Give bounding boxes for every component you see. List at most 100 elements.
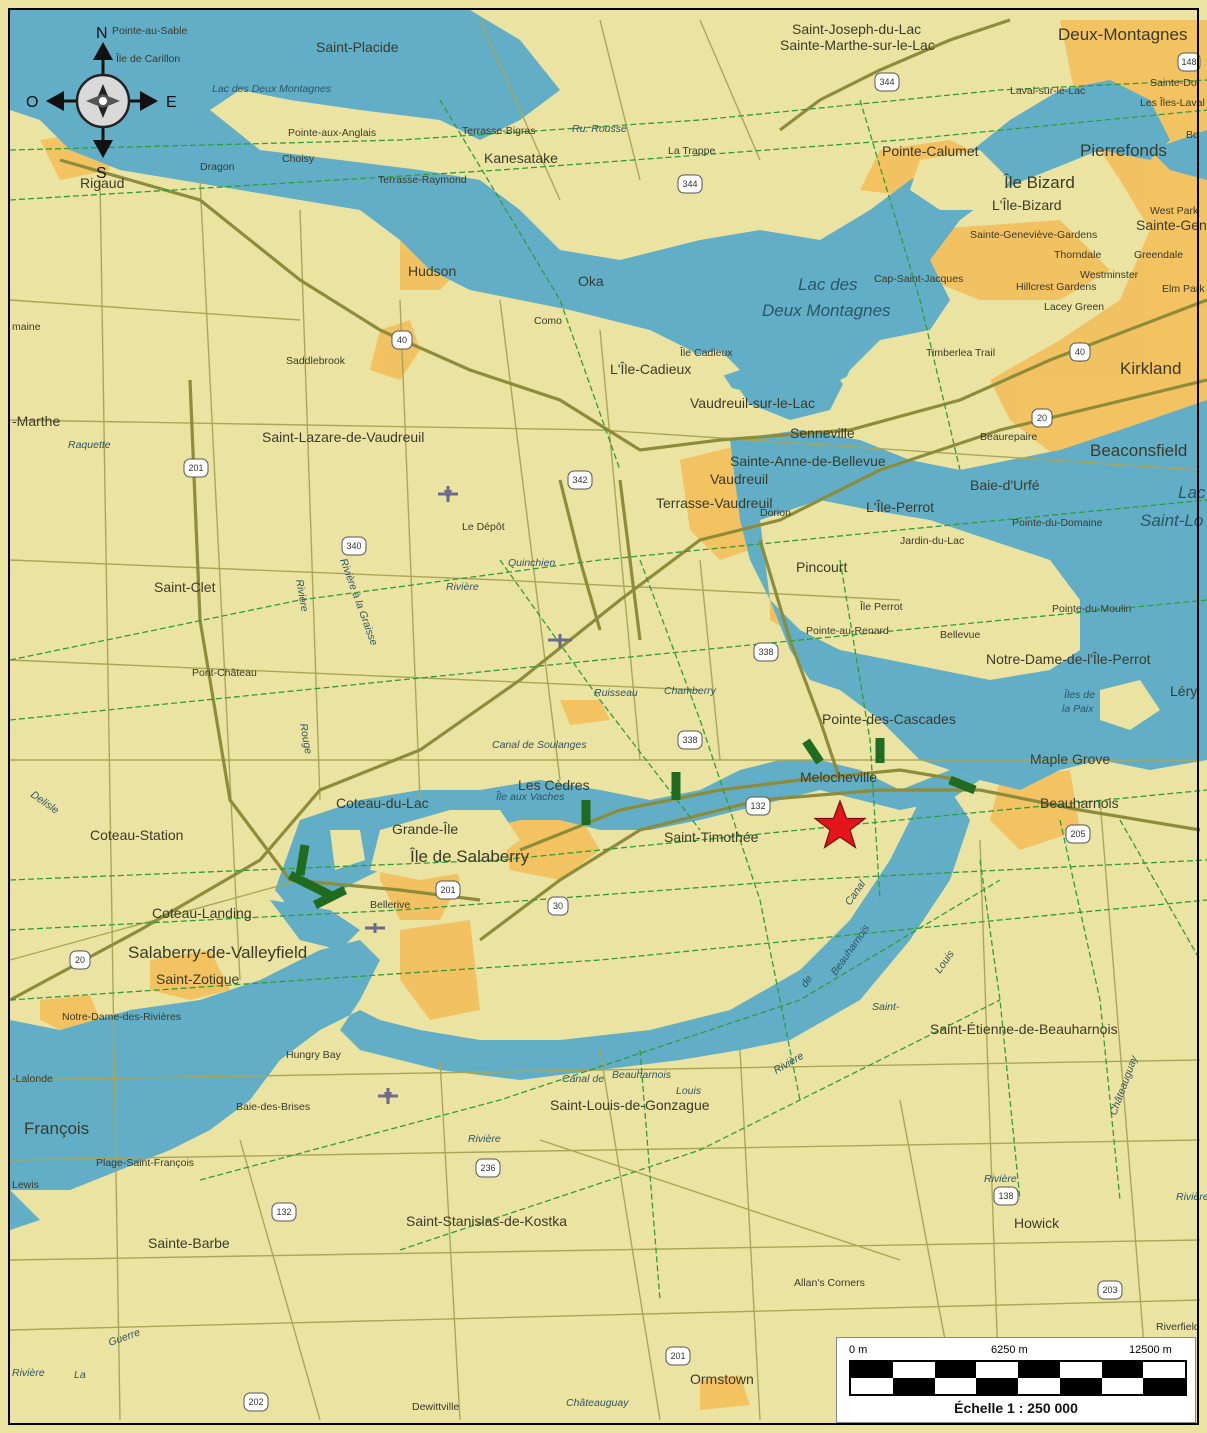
place-label: Allan's Corners (794, 1277, 865, 1289)
place-label: Les Cèdres (518, 777, 590, 793)
place-label: Melocheville (800, 769, 877, 785)
place-label: L'Île-Perrot (866, 499, 934, 515)
scale-tick-end: 12500 m (1129, 1344, 1172, 1356)
power-lines (9, 79, 1207, 1301)
place-label: Como (534, 315, 562, 327)
airport-icons (365, 486, 572, 1104)
place-label: Sainte-Anne-de-Bellevue (730, 453, 886, 469)
red-star-icon[interactable] (813, 799, 867, 849)
place-label: Île Perrot (859, 600, 903, 613)
shield-label: 202 (248, 1397, 263, 1407)
place-labels: Pointe-au-Sable Île de Carillon Saint-Pl… (12, 21, 1207, 1413)
highway-201 (188, 379, 481, 902)
place-label: Cap-Saint-Jacques (874, 273, 963, 285)
place-label: Pont-Château (192, 667, 257, 679)
shield-label: 344 (879, 77, 894, 87)
place-label: -Lalonde (12, 1073, 53, 1085)
water-label: Canal de Soulanges (492, 739, 587, 751)
place-label: Kirkland (1120, 359, 1181, 378)
scale-cell (1101, 1362, 1144, 1378)
scale-cell (851, 1362, 893, 1378)
scale-cell (1018, 1362, 1060, 1378)
place-label: Saint-Zotique (156, 971, 239, 987)
water-label: Saint-Lo (1140, 511, 1203, 530)
route-shield: 202 (243, 1392, 269, 1412)
fleuve-saint-laurent (280, 760, 980, 920)
place-label: Saint-Placide (316, 39, 399, 55)
place-label: Pointe-au-Renard (806, 625, 889, 637)
shield-label: 236 (480, 1163, 495, 1173)
place-label: Baie-des-Brises (236, 1101, 310, 1113)
shield-label: 201 (670, 1351, 685, 1361)
place-label: Maple Grove (1030, 751, 1110, 767)
place-label: L'Île-Bizard (992, 197, 1062, 213)
place-label: Saint-Lazare-de-Vaudreuil (262, 429, 424, 445)
scale-cell (976, 1362, 1018, 1378)
place-label: Saint-Joseph-du-Lac (792, 21, 921, 37)
route-shield: 338 (753, 642, 779, 662)
shield-label: 338 (758, 647, 773, 657)
place-label: Elm Park (1162, 283, 1205, 295)
lac-des-deux-montagnes (10, 10, 1170, 420)
place-label: Notre-Dame-des-Rivières (62, 1011, 181, 1023)
water-label: Châteauguay (566, 1397, 629, 1409)
compass-west-label: O (26, 94, 38, 111)
minor-roads (9, 19, 1201, 1421)
water-label: Rivière (293, 578, 311, 612)
route-shield: 30 (547, 896, 569, 916)
place-label: Pointe-du-Domaine (1012, 517, 1103, 529)
highway-338 (758, 539, 842, 781)
route-shield: 344 (677, 174, 703, 194)
water-label: Chamberry (664, 685, 717, 697)
route-shield: 40 (1069, 342, 1091, 362)
route-shield: 205 (1065, 824, 1091, 844)
place-label: Choisy (282, 153, 315, 165)
shield-label: 344 (682, 179, 697, 189)
route-shield: 203 (1097, 1280, 1123, 1300)
highways (9, 18, 1207, 1002)
shield-label: 201 (440, 885, 455, 895)
shield-label: 138 (998, 1191, 1013, 1201)
water-label: Ru. Rousse (572, 123, 627, 135)
water-label: Ruisseau (594, 687, 638, 699)
water-label: la Paix (1062, 703, 1094, 715)
place-label: -Marthe (12, 413, 60, 429)
route-shield: 201 (665, 1346, 691, 1366)
airplane-icon (365, 923, 385, 933)
place-label: Pincourt (796, 559, 847, 575)
place-label: Oka (578, 273, 604, 289)
lac-saint-francois (10, 790, 970, 1190)
place-label: La Trappe (668, 145, 715, 157)
route-shield: 342 (567, 470, 593, 490)
scale-cell (1143, 1362, 1185, 1378)
route-shield: 40 (391, 330, 413, 350)
place-label: Dewittville (412, 1401, 459, 1413)
water-label: Beauharnois (612, 1069, 672, 1081)
place-label: Beaurepaire (980, 431, 1037, 443)
place-label: Baie-d'Urfé (970, 477, 1040, 493)
place-label: Riverfield (1156, 1321, 1200, 1333)
place-label: Senneville (790, 425, 855, 441)
place-label: Le Dépôt (462, 521, 505, 533)
compass-rose: N S E O (26, 25, 177, 182)
place-label: Thorndale (1054, 249, 1101, 261)
place-label: Terrasse-Raymond (378, 174, 467, 186)
place-label: Jardin-du-Lac (900, 535, 964, 547)
place-label: Pointe-des-Cascades (822, 711, 956, 727)
route-shields: 148 344 344 40 40 20 20 201 201 201 342 … (69, 52, 1201, 1412)
place-label: Salaberry-de-Valleyfield (128, 943, 307, 962)
place-label: Vaudreuil-sur-le-Lac (690, 395, 815, 411)
place-label: Pointe-aux-Anglais (288, 127, 376, 139)
place-label: Île Cadieux (679, 346, 733, 359)
shield-label: 40 (397, 335, 407, 345)
place-label: Grande-Île (392, 821, 458, 837)
shield-label: 338 (682, 735, 697, 745)
water-label: Saint- (872, 1001, 900, 1013)
place-label: Saint-Timothée (664, 829, 759, 845)
shield-label: 148 (1181, 57, 1196, 67)
place-label: Léry (1170, 683, 1197, 699)
water-label: Louis (676, 1085, 702, 1097)
place-label: Sainte-Do (1150, 77, 1197, 89)
route-shield: 20 (69, 950, 91, 970)
